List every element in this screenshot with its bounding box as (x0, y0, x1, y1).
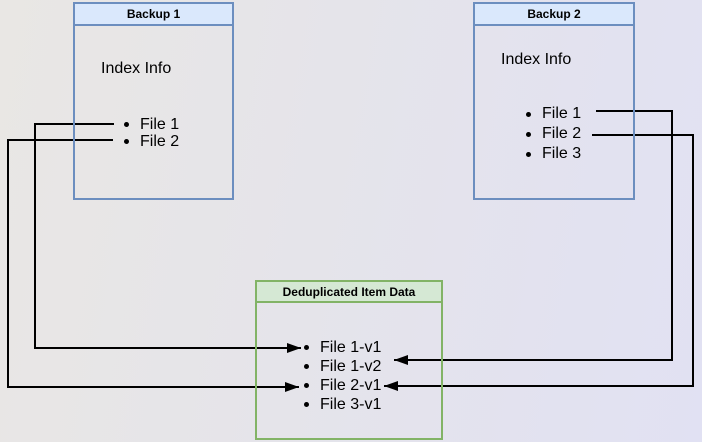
backup2-file-3: File 3 (542, 145, 582, 162)
backup1-index-info-label: Index Info (101, 60, 172, 77)
list-item: File 1 (124, 116, 179, 133)
backup2-file-2: File 2 (542, 125, 582, 142)
list-item: File 1 (526, 104, 581, 124)
dedup-item-file1v1: File 1-v1 (320, 339, 382, 356)
list-item: File 3-v1 (304, 395, 381, 414)
backup1-box: Backup 1 (73, 2, 234, 200)
backup1-file-1: File 1 (140, 116, 180, 133)
backup2-box: Backup 2 (473, 2, 635, 200)
list-item: File 1-v2 (304, 357, 381, 376)
list-item: File 3 (526, 144, 581, 164)
backup1-title: Backup 1 (126, 7, 181, 21)
list-item: File 1-v1 (304, 338, 381, 357)
dedup-header: Deduplicated Item Data (257, 282, 441, 303)
backup2-file-1: File 1 (542, 105, 582, 122)
backup2-file-list: File 1 File 2 File 3 (526, 104, 581, 164)
backup2-index-info-label: Index Info (501, 51, 572, 68)
list-item: File 2-v1 (304, 376, 381, 395)
backup2-title: Backup 2 (527, 7, 581, 21)
list-item: File 2 (124, 133, 179, 150)
backup2-header: Backup 2 (475, 4, 633, 26)
dedup-box: Deduplicated Item Data (255, 280, 443, 440)
dedup-item-file2v1: File 2-v1 (320, 377, 382, 394)
backup1-file-2: File 2 (140, 133, 180, 150)
dedup-title: Deduplicated Item Data (282, 285, 416, 299)
backup1-file-list: File 1 File 2 (124, 116, 179, 150)
backup1-header: Backup 1 (75, 4, 232, 26)
dedup-item-file3v1: File 3-v1 (320, 396, 382, 413)
list-item: File 2 (526, 124, 581, 144)
dedup-item-file1v2: File 1-v2 (320, 358, 382, 375)
dedup-item-list: File 1-v1 File 1-v2 File 2-v1 File 3-v1 (304, 338, 381, 414)
